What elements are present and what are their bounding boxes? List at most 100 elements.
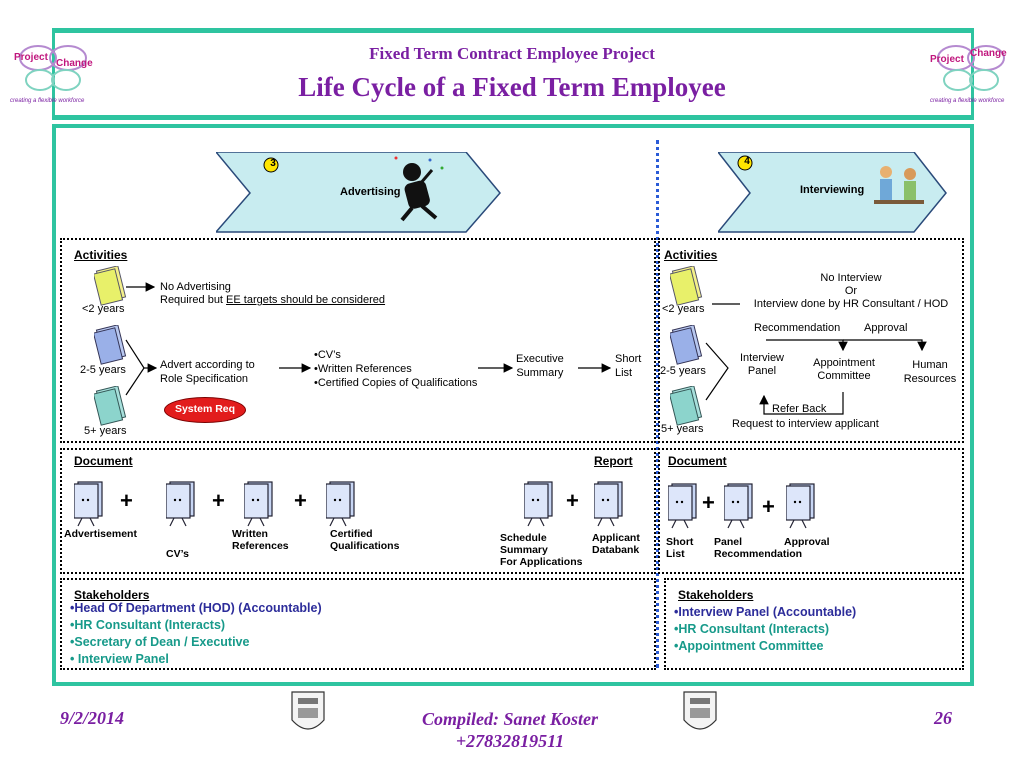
stakeholder-secretary: •Secretary of Dean / Executive bbox=[70, 635, 250, 649]
doc-written-line2: References bbox=[232, 540, 289, 552]
no-advertising-line2: Required but EE targets should be consid… bbox=[160, 294, 385, 306]
document-stack-icon-teal bbox=[670, 386, 703, 426]
footer-date: 9/2/2014 bbox=[60, 708, 125, 728]
stage-3-chevron bbox=[216, 152, 501, 233]
page-title: Life Cycle of a Fixed Term Employee bbox=[298, 72, 726, 102]
interview-panel-line1: Interview bbox=[739, 352, 785, 364]
stage-4-number: 4 bbox=[744, 156, 750, 167]
butterfly-logo-icon bbox=[937, 45, 1005, 91]
stakeholder-hod: •Head Of Department (HOD) (Accountable) bbox=[70, 601, 322, 615]
document-figure-icon bbox=[166, 481, 195, 527]
activities-box-left bbox=[60, 238, 656, 443]
logo-word-change: Change bbox=[970, 48, 1007, 59]
approval-label: Approval bbox=[864, 322, 908, 334]
doc-panel-recommendation: Panel Recommendation bbox=[714, 536, 802, 560]
advert-line1: Advert according to bbox=[160, 359, 255, 371]
doc-sched-line3: For Applications bbox=[500, 556, 583, 568]
dancing-figure-icon bbox=[394, 156, 444, 222]
plus-sign: + bbox=[566, 488, 579, 513]
logo-word-change: Change bbox=[56, 58, 93, 69]
human-resources-node: Human Resources bbox=[898, 358, 962, 386]
stakeholder-interview-panel-right: •Interview Panel (Accountable) bbox=[674, 605, 857, 619]
main-frame bbox=[52, 124, 974, 686]
document-heading-right: Document bbox=[668, 454, 727, 468]
refer-back-label: Refer Back bbox=[772, 403, 827, 415]
bullet-written-references: •Written References bbox=[314, 363, 412, 375]
ee-targets-note: EE targets should be considered bbox=[226, 294, 386, 306]
bullet-certified-copies: •Certified Copies of Qualifications bbox=[314, 377, 478, 389]
crest-icon bbox=[683, 691, 717, 730]
doc-advertisement: Advertisement bbox=[64, 528, 137, 540]
stage-3-number: 3 bbox=[270, 158, 276, 169]
document-stack-icon-blue bbox=[670, 325, 703, 365]
doc-short-line2: List bbox=[666, 548, 685, 560]
butterfly-logo-icon bbox=[19, 45, 87, 91]
doc-short-line1: Short bbox=[666, 536, 694, 548]
plus-sign: + bbox=[120, 488, 133, 513]
page-subtitle: Fixed Term Contract Employee Project bbox=[369, 44, 655, 63]
section-divider bbox=[656, 140, 659, 668]
appointment-line2: Committee bbox=[817, 370, 871, 382]
doc-panel-line2: Recommendation bbox=[714, 548, 803, 560]
stage-4-label: Interviewing bbox=[800, 184, 865, 196]
footer-phone: +27832819511 bbox=[455, 731, 565, 751]
doc-sched-line1: Schedule bbox=[500, 532, 547, 544]
no-advertising-line1: No Advertising bbox=[160, 281, 231, 293]
label-lt2-years: <2 years bbox=[82, 303, 125, 315]
crest-icon bbox=[291, 691, 325, 730]
appointment-line1: Appointment bbox=[813, 357, 875, 369]
or-line: Or bbox=[844, 285, 858, 297]
no-interview-text: No Interview Or Interview done by HR Con… bbox=[742, 272, 960, 311]
doc-schedule-summary: Schedule Summary For Applications bbox=[500, 532, 582, 568]
footer-page-number: 26 bbox=[934, 708, 952, 728]
bracket-years-right bbox=[705, 342, 729, 401]
doc-panel-line1: Panel bbox=[714, 536, 743, 548]
document-figure-icon bbox=[668, 483, 697, 529]
doc-applicant-databank: Applicant Databank bbox=[592, 532, 640, 556]
project-change-logo-left: Project Change creating a flexible workf… bbox=[8, 36, 98, 108]
human-resources-line1: Human bbox=[912, 359, 948, 371]
stakeholders-box-right bbox=[664, 578, 964, 670]
short-list-line1: Short bbox=[615, 353, 642, 365]
arrow-refer-back bbox=[759, 392, 844, 415]
plus-sign: + bbox=[212, 488, 225, 513]
stakeholder-interview-panel: • Interview Panel bbox=[70, 652, 169, 666]
document-figure-icon bbox=[724, 483, 753, 529]
stakeholders-heading-right: Stakeholders bbox=[678, 588, 754, 602]
stage-3-label: Advertising bbox=[340, 186, 401, 198]
footer-compiled: Compiled: Sanet Koster +27832819511 bbox=[340, 708, 680, 752]
document-box-right bbox=[658, 448, 964, 574]
document-figure-icon bbox=[786, 483, 815, 529]
doc-cert-line2: Qualifications bbox=[330, 540, 400, 552]
document-figure-icon bbox=[524, 481, 553, 527]
stakeholder-hr-consultant: •HR Consultant (Interacts) bbox=[70, 618, 226, 632]
advert-text: Advert according to Role Specification bbox=[160, 358, 255, 386]
document-stack-icon-yellow bbox=[670, 266, 703, 306]
no-advertising-required: Required but bbox=[160, 294, 227, 306]
doc-sched-line2: Summary bbox=[500, 544, 548, 556]
label-5plus-years: 5+ years bbox=[84, 425, 127, 437]
recommendation-label: Recommendation bbox=[754, 322, 841, 334]
interview-panel-line2: Panel bbox=[747, 365, 777, 377]
hr-consultant-line: Interview done by HR Consultant / HOD bbox=[753, 298, 949, 310]
label-2-5-years-right: 2-5 years bbox=[660, 365, 706, 377]
doc-cert-line1: Certified bbox=[330, 528, 373, 540]
document-heading-left: Document bbox=[74, 454, 133, 468]
document-figure-icon bbox=[326, 481, 355, 527]
doc-written-references: Written References bbox=[232, 528, 289, 552]
interview-panel-node: Interview Panel bbox=[734, 352, 790, 378]
short-list-line2: List bbox=[615, 367, 633, 379]
plus-sign: + bbox=[702, 490, 715, 515]
appointment-committee-node: Appointment Committee bbox=[806, 357, 882, 383]
document-stack-icon-blue bbox=[94, 325, 127, 365]
activities-heading-left: Activities bbox=[74, 248, 128, 262]
document-figure-icon bbox=[74, 481, 103, 527]
arrow-recommendation bbox=[766, 339, 848, 352]
doc-cvs: CV’s bbox=[166, 548, 189, 560]
executive-line2: Summary bbox=[516, 367, 564, 379]
stage-4-chevron bbox=[718, 152, 947, 233]
document-stack-icon-teal bbox=[94, 386, 127, 426]
advert-requirements-list: •CV’s •Written References •Certified Cop… bbox=[314, 348, 477, 390]
label-5plus-years-right: 5+ years bbox=[661, 423, 704, 435]
